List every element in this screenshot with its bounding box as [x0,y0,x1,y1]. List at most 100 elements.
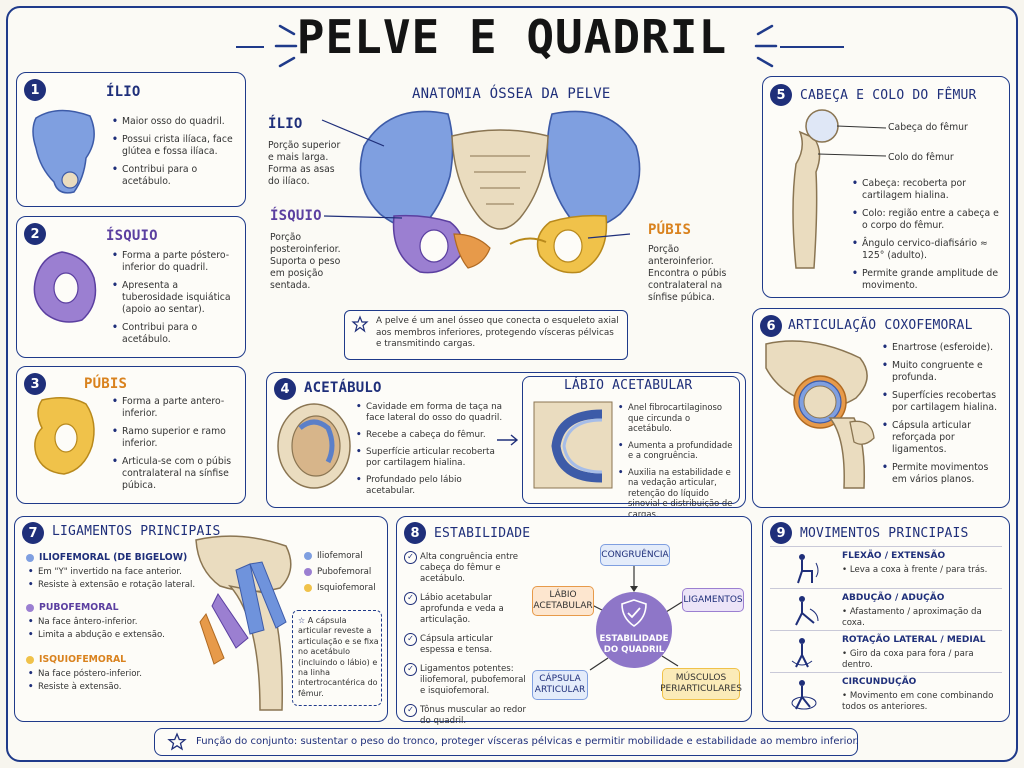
node-capsula: CÁPSULA ARTICULAR [532,670,588,700]
movement-title-2: ABDUÇÃO / ADUÇÃO [842,593,945,603]
articulacao-item-4: Cápsula articular reforçada por ligament… [882,420,1006,456]
estab-item-5: Tônus muscular ao redor do quadril. [404,704,528,727]
shield-icon [621,599,647,627]
movement-desc-4: • Movimento em cone combinando todos os … [842,691,994,712]
anatomy-ilio-label: ÍLIO [268,116,303,132]
footer-box [154,728,858,756]
anatomy-pubis-text: Porção anteroinferior. Encontra o púbis … [648,244,727,303]
panel-estabilidade-title: ESTABILIDADE [434,526,531,541]
lig-pubofemoral-title: PUBOFEMORAL [26,602,119,613]
panel-pubis-list: Forma a parte antero-inferior. Ramo supe… [112,396,240,498]
anatomy-isquio-label: ÍSQUIO [270,208,322,224]
pelvis-note-text: A pelve é um anel ósseo que conecta o es… [376,316,619,349]
capsule-note-text: ☆ A cápsula articular reveste a articula… [298,616,379,698]
ligaments-illustration [195,535,292,711]
femur-item-1: Cabeça: recoberta por cartilagem hialina… [852,178,1002,202]
anatomy-title: ANATOMIA ÓSSEA DA PELVE [412,86,611,102]
lig1-item-2: Resiste à extensão e rotação lateral. [28,580,198,591]
movement-desc-1: • Leva a coxa à frente / para trás. [842,565,988,575]
panel-femur-number: 5 [770,84,792,106]
panel-femur-title: CABEÇA E COLO DO FÊMUR [800,88,977,103]
lig3-item-1: Na face póstero-inferior. [28,669,198,680]
circumduction-figure-icon [791,680,817,710]
labio-item-2: Aumenta a profundidade e a congruência. [618,440,736,461]
femur-item-4: Permite grande amplitude de movimento. [852,268,1002,292]
title-deco-left [236,46,264,48]
panel-isquio-title: ÍSQUIO [106,228,158,244]
panel-femur-list: Cabeça: recoberta por cartilagem hialina… [852,178,1002,298]
lig-iliofemoral-list: Em "Y" invertido na face anterior. Resis… [28,567,198,597]
legend-pubofemoral: Pubofemoral [304,566,371,578]
labio-item-1: Anel fibrocartilaginoso que circunda o a… [618,402,736,434]
panel-acetabulo-number: 4 [274,378,296,400]
lig-iliofemoral-title: ILIOFEMORAL (DE BIGELOW) [26,552,187,563]
labrum-illustration [533,401,613,489]
movement-row: CIRCUNDUÇÃO • Movimento em cone combinan… [770,672,1002,714]
pubis-item-1: Forma a parte antero-inferior. [112,396,240,420]
hip-joint-illustration [765,340,875,489]
labio-list: Anel fibrocartilaginoso que circunda o a… [618,402,736,525]
panel-acetabulo-title: ACETÁBULO [304,380,382,396]
pelvis-illustration [321,110,641,274]
lig2-item-2: Limita a abdução e extensão. [28,630,198,641]
anatomy-pubis-label: PÚBIS [648,222,692,238]
footer-text: Função do conjunto: sustentar o peso do … [196,736,859,747]
lig-pubofemoral-list: Na face ântero-inferior. Limita a abduçã… [28,617,198,647]
panel-estabilidade-number: 8 [404,522,426,544]
anatomy-ilio-text: Porção superior e mais larga. Forma as a… [268,140,341,187]
isquio-item-2: Apresenta a tuberosidade isquiática (apo… [112,280,242,316]
ilium-bone-icon [32,109,95,194]
movement-row: ABDUÇÃO / ADUÇÃO • Afastamento / aproxim… [770,588,1002,630]
panel-movimentos-number: 9 [770,522,792,544]
capsule-note-box [292,610,382,706]
articulacao-item-5: Permite movimentos em vários planos. [882,462,1006,486]
anatomy-isquio-text: Porção posteroinferior. Suporta o peso e… [270,232,341,291]
lig3-item-2: Resiste à extensão. [28,682,198,693]
lig-isquiofemoral-title: ISQUIOFEMORAL [26,654,126,665]
panel-ilio-list: Maior osso do quadril. Possui crista ilí… [112,116,238,194]
panel-articulacao-list: Enartrose (esferoide). Muito congruente … [882,342,1006,492]
panel-ilio-title: ÍLIO [106,84,141,100]
pelvis-note-box [344,310,628,360]
ischium-bone-icon [33,251,97,323]
movement-title-3: ROTAÇÃO LATERAL / MEDIAL [842,635,986,645]
panel-movimentos-title: MOVIMENTOS PRINCIPAIS [800,526,969,541]
articulacao-item-1: Enartrose (esferoide). [882,342,1006,354]
node-ligamentos: LIGAMENTOS [682,588,744,612]
acetabulo-item-4: Profundado pelo lábio acetabular. [356,475,508,497]
estabilidade-list: Alta congruência entre cabeça do fêmur e… [404,551,528,735]
stability-center-label: ESTABILIDADE DO QUADRIL [599,634,669,655]
panel-articulacao-title: ARTICULAÇÃO COXOFEMORAL [788,318,973,333]
movement-row: FLEXÃO / EXTENSÃO • Leva a coxa à frente… [770,546,1002,588]
movement-desc-3: • Giro da coxa para fora / para dentro. [842,649,974,670]
pubis-item-3: Articula-se com o púbis contralateral na… [112,456,240,492]
labio-title: LÁBIO ACETABULAR [564,378,693,393]
isquio-item-3: Contribui para o acetábulo. [112,322,242,346]
femur-item-3: Ângulo cervico-diafisário ≈ 125° (adulto… [852,238,1002,262]
panel-isquio-number: 2 [24,223,46,245]
acetabulo-item-1: Cavidade em forma de taça na face latera… [356,402,508,424]
articulacao-item-2: Muito congruente e profunda. [882,360,1006,384]
femur-neck-label: Colo do fêmur [888,152,954,163]
panel-acetabulo-list: Cavidade em forma de taça na face latera… [356,402,508,503]
stability-center-circle [596,592,672,668]
movement-row: ROTAÇÃO LATERAL / MEDIAL • Giro da coxa … [770,630,1002,672]
panel-articulacao-number: 6 [760,315,782,337]
acetabulo-item-2: Recebe a cabeça do fêmur. [356,430,508,441]
page-title: PELVE E QUADRIL [296,10,728,64]
panel-ilio-number: 1 [24,79,46,101]
articulacao-item-3: Superfícies recobertas por cartilagem hi… [882,390,1006,414]
femur-head-label: Cabeça do fêmur [888,122,968,133]
ilio-item-2: Possui crista ilíaca, face glútea e foss… [112,134,238,158]
star-small-icon: ☆ [298,616,308,625]
estab-item-1: Alta congruência entre cabeça do fêmur e… [404,551,528,585]
title-spark-left-icon [274,24,298,68]
flexion-figure-icon [797,554,819,584]
movement-title-4: CIRCUNDUÇÃO [842,677,917,687]
rotation-figure-icon [791,638,813,668]
femur-illustration [792,109,887,269]
acetabulum-illustration [277,403,351,489]
node-congruencia: CONGRUÊNCIA [600,544,670,566]
star-icon [351,315,369,333]
ilio-item-1: Maior osso do quadril. [112,116,238,128]
